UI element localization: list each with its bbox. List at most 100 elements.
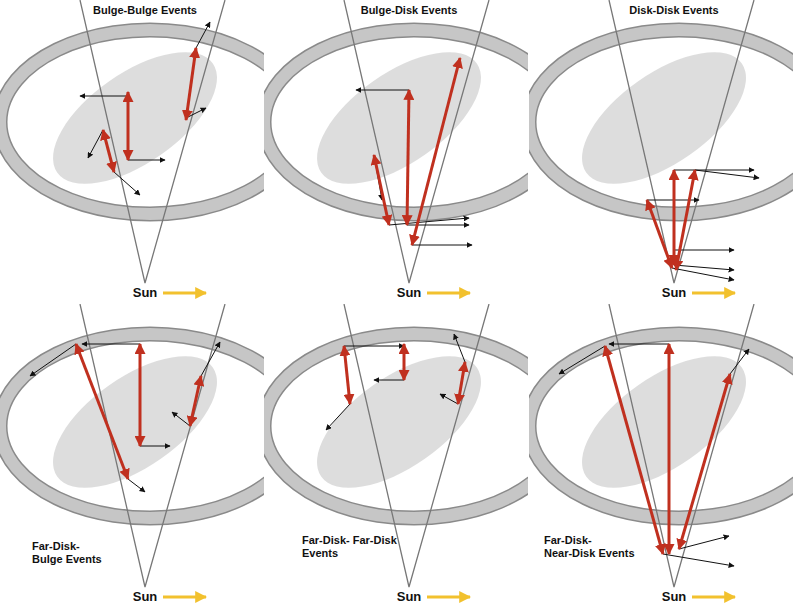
lens-source-arrow [403,344,406,380]
label-word: Disk-Disk [629,4,679,16]
label-word: Bulge-Disk [361,4,418,16]
lens-source-arrow [190,376,201,426]
label-word: Events [66,553,102,565]
sun-motion-arrow [692,596,735,599]
label-word: Bulge-Bulge [93,4,158,16]
velocity-arrow [172,412,190,426]
panel-title: Far-Disk- Near-Disk Events [544,534,646,560]
label-word: Bulge [32,553,63,565]
velocity-arrow [344,346,404,347]
lens-source-arrow [103,130,114,172]
velocity-arrow [674,170,754,171]
label-word: Near-Disk [544,547,595,559]
velocity-arrow [663,554,734,566]
label-word: Sun [397,285,422,300]
panel-title: Bulge-Bulge Events [80,4,210,17]
velocity-arrow [412,245,472,246]
bulge-ellipse [560,331,767,514]
velocity-arrow [695,170,759,178]
label-word: Far-Disk- [32,540,80,552]
panel-illustration [0,304,286,597]
lens-source-arrow [647,200,672,268]
sun-motion-arrow [427,292,470,295]
sun-label: Sun [654,285,694,301]
label-word: Sun [133,589,158,604]
lens-source-arrow [344,346,350,404]
sight-line [344,304,489,587]
sight-line [80,0,225,283]
panel-title: Far-Disk- Far-Disk Events [302,534,404,560]
sun-label: Sun [125,285,165,301]
panel-illustration [529,304,793,597]
lens-source-arrow [668,344,671,554]
lens-source-arrow [374,155,389,225]
label-word: Far-Disk [353,534,397,546]
velocity-arrow [114,172,140,195]
sun-label: Sun [389,285,429,301]
velocity-arrow [356,90,409,91]
sight-line [80,304,225,587]
lens-source-arrow [127,92,130,160]
velocity-arrow [672,268,734,280]
sun-motion-arrow [163,596,206,599]
velocity-arrow [140,446,170,447]
velocity-arrow [128,479,145,492]
sun-motion-arrow [692,292,735,295]
velocity-arrow [374,380,404,381]
sun-motion-arrow [163,292,206,295]
velocity-arrow [80,96,128,97]
sun-label: Sun [654,589,694,605]
velocity-arrow [326,404,350,430]
velocity-arrow [196,22,210,48]
velocity-arrow [389,218,469,225]
velocity-arrow [730,349,749,374]
bulge-ellipse [31,27,238,210]
lens-source-arrow [676,170,695,270]
velocity-arrow [201,342,220,376]
panel-title: Far-Disk- Bulge Events [32,540,112,566]
panel-title: Disk-Disk Events [609,4,739,17]
lens-source-arrow [458,362,465,404]
label-word: Far-Disk- [302,534,350,546]
velocity-arrow [440,394,458,404]
lens-source-arrow [76,344,128,479]
velocity-arrow [88,130,103,158]
panel-title: Bulge-Disk Events [344,4,474,17]
sight-line [609,304,754,587]
lens-source-arrow [407,90,409,225]
label-word: Sun [133,285,158,300]
label-word: Events [302,547,338,559]
bulge-ellipse [560,27,767,210]
lens-source-arrow [605,346,663,554]
label-word: Events [161,4,197,16]
lens-source-arrow [673,170,676,265]
velocity-arrow [30,344,76,376]
velocity-arrow [679,536,729,549]
sun-motion-arrow [427,596,470,599]
velocity-arrow [559,346,605,374]
panel-illustration [0,0,286,293]
bulge-ellipse [295,331,502,514]
lens-source-arrow [139,344,142,446]
label-word: Sun [662,285,687,300]
label-word: Events [421,4,457,16]
sight-line [609,0,754,283]
velocity-arrow [674,265,734,270]
panel-illustration [529,0,793,293]
velocity-arrow [128,160,165,161]
bulge-ellipse [31,331,238,514]
velocity-arrow [674,250,734,251]
sun-label: Sun [389,589,429,605]
bulge-ellipse [295,27,502,210]
label-word: Sun [662,589,687,604]
label-word: Events [683,4,719,16]
velocity-arrow [186,108,206,118]
label-word: Sun [397,589,422,604]
panel-illustration [264,304,550,597]
label-word: Events [598,547,634,559]
panel-illustration [264,0,550,293]
velocity-arrow [609,344,669,345]
lens-source-arrow [412,58,460,245]
